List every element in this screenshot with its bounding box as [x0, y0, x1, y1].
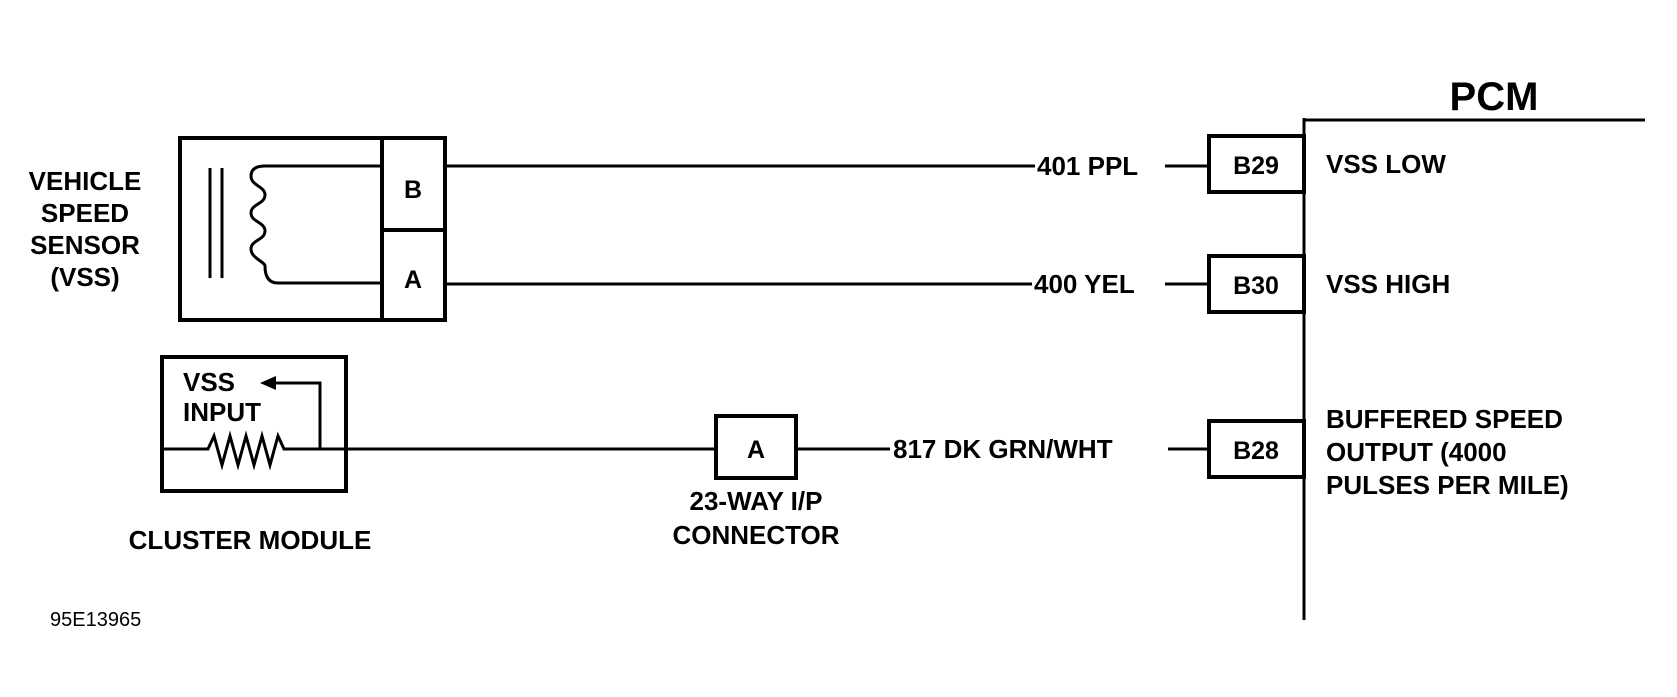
pcm-title: PCM [1450, 75, 1539, 119]
wiper-arrow-icon [260, 376, 276, 390]
pcm-pin-b29: B29 [1233, 152, 1279, 180]
pcm-pin-b28-function-line-1: BUFFERED SPEED [1326, 404, 1563, 434]
pcm-pin-b30: B30 [1233, 272, 1279, 300]
vss-label-line-4: (VSS) [50, 262, 119, 292]
pcm-pin-b29-function: VSS LOW [1326, 149, 1446, 179]
resistor-icon [164, 430, 346, 471]
vss-terminal-b: B [404, 176, 422, 204]
wire-817-label: 817 DK GRN/WHT [893, 434, 1113, 464]
vss-terminal-a-box [380, 228, 447, 322]
connector-label-line-1: 23-WAY I/P [690, 486, 823, 516]
connector-label-line-2: CONNECTOR [672, 520, 839, 550]
vss-label-line-1: VEHICLE [29, 166, 142, 196]
cluster-input-line-2: INPUT [183, 397, 261, 427]
cluster-module-label: CLUSTER MODULE [129, 525, 372, 555]
pcm-pin-b28-function-line-3: PULSES PER MILE) [1326, 470, 1569, 500]
vss-terminal-a: A [404, 266, 422, 294]
vss-coil-icon [249, 164, 382, 285]
connector-pin: A [747, 436, 765, 464]
pcm-pin-b30-box [1207, 254, 1306, 314]
pcm-pin-b30-function: VSS HIGH [1326, 269, 1450, 299]
wire-401-label: 401 PPL [1037, 151, 1138, 181]
vss-label-line-2: SPEED [41, 198, 129, 228]
cluster-input-line-1: VSS [183, 367, 235, 397]
pcm-pin-b29-box [1207, 134, 1306, 194]
vss-label-line-3: SENSOR [30, 230, 140, 260]
wire-400-label: 400 YEL [1034, 269, 1135, 299]
pcm-pin-b28-function-line-2: OUTPUT (4000 [1326, 437, 1507, 467]
pcm-pin-b28: B28 [1233, 437, 1279, 465]
connector-pin-box [714, 414, 798, 480]
wiper-arrow-line [268, 381, 322, 449]
vss-terminal-b-box [380, 136, 447, 232]
figure-id: 95E13965 [50, 609, 141, 631]
